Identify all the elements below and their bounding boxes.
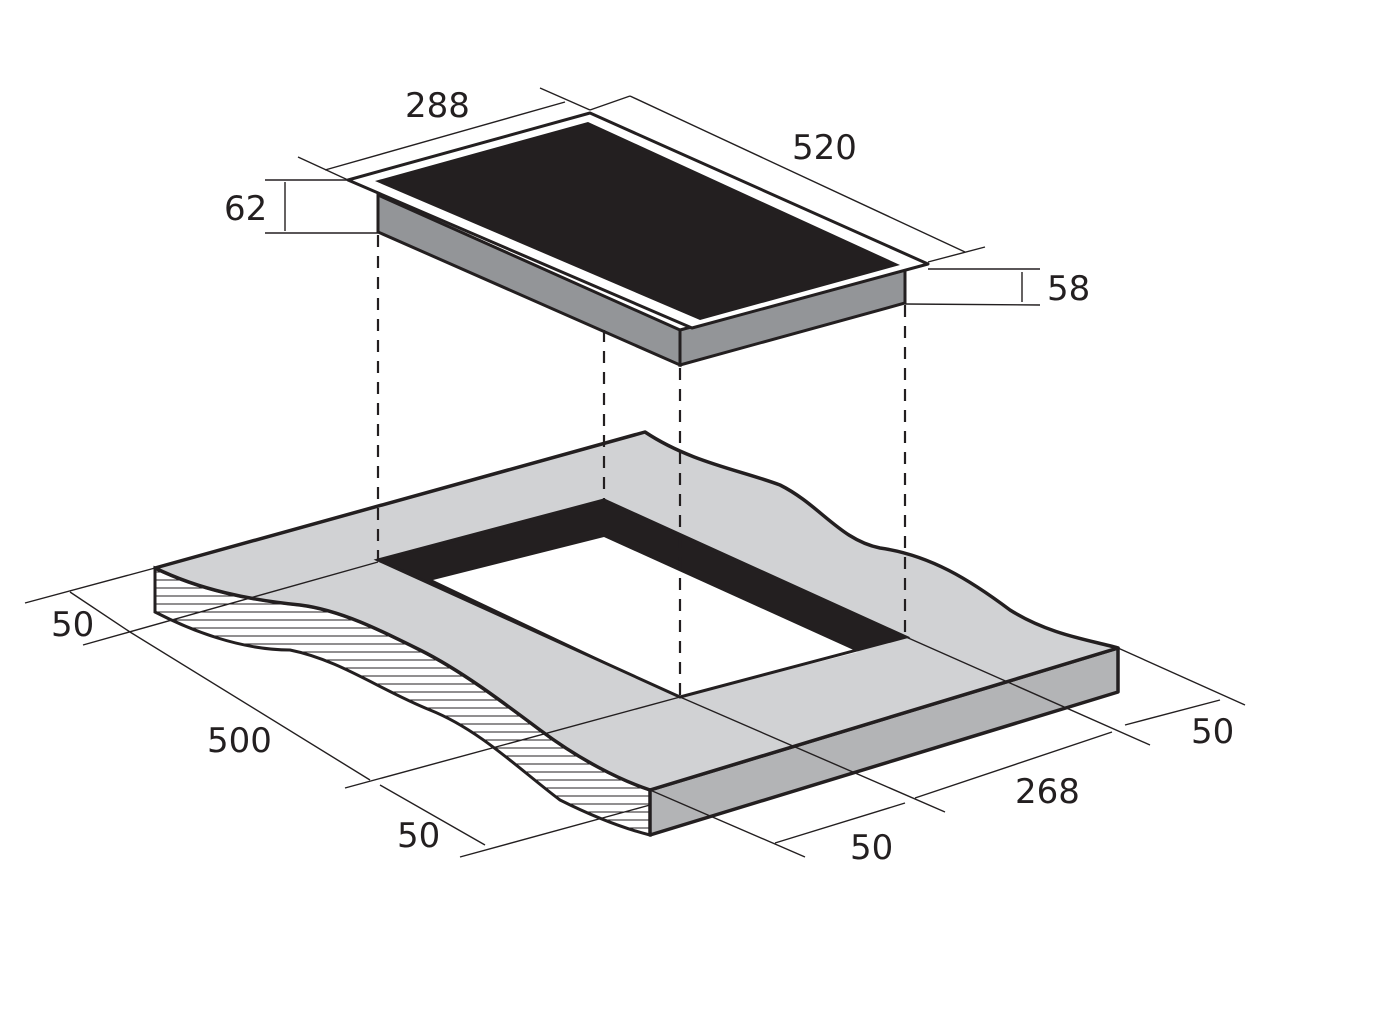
dimension-labels: 288 520 62 58 50 500 50 50 268 50 bbox=[51, 86, 1234, 868]
hob-glass-top bbox=[375, 122, 900, 320]
hob-appliance bbox=[346, 111, 930, 368]
label-cutout-front-margin: 50 bbox=[51, 605, 94, 645]
label-hob-body-height: 58 bbox=[1047, 269, 1090, 309]
cutout-opening bbox=[433, 537, 858, 697]
projection-lines bbox=[376, 235, 907, 697]
dimension-lines bbox=[24, 87, 1246, 858]
label-cutout-width: 268 bbox=[1015, 772, 1080, 812]
label-cutout-left-margin: 50 bbox=[850, 828, 893, 868]
label-hob-total-height: 62 bbox=[224, 189, 267, 229]
label-cutout-length: 500 bbox=[207, 721, 272, 761]
label-hob-width: 288 bbox=[405, 86, 470, 126]
label-cutout-back-margin: 50 bbox=[397, 816, 440, 856]
label-cutout-right-margin: 50 bbox=[1191, 712, 1234, 752]
label-hob-depth: 520 bbox=[792, 128, 857, 168]
countertop bbox=[153, 430, 1120, 837]
